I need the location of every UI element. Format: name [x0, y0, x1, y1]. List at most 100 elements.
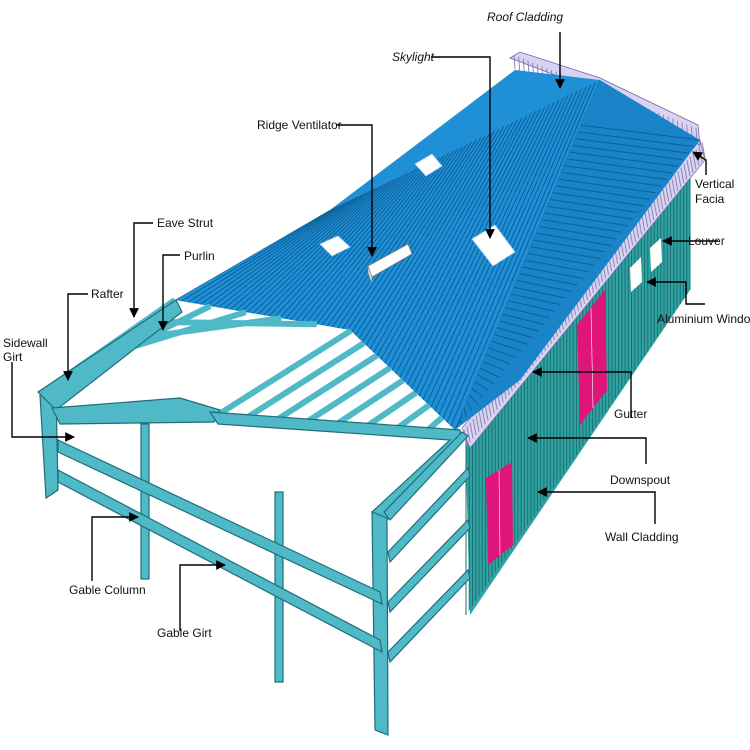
roof-rib: [350, 128, 500, 382]
gutter-rib: [668, 182, 673, 199]
purlin: [244, 340, 366, 421]
roof-cladding-label: Roof Cladding: [487, 10, 563, 24]
labels: Roof Cladding Skylight Ridge Ventilator …: [3, 10, 750, 640]
roof-rib: [264, 167, 418, 343]
gutter-rib: [674, 174, 679, 191]
roof: [175, 70, 700, 430]
purlin: [151, 318, 317, 328]
roof-rib: [198, 198, 354, 312]
roof-rib: [307, 148, 459, 362]
sidewall-girt-label-2: Girt: [3, 350, 23, 364]
rafter-label: Rafter: [91, 287, 124, 301]
roof-rib: [212, 191, 367, 319]
roof-rib: [184, 205, 340, 305]
roof-rib: [364, 121, 514, 389]
gutter-rib: [686, 160, 691, 177]
gutter-rib: [478, 411, 483, 428]
gutter-rib: [484, 404, 489, 421]
rafter-right: [208, 411, 463, 523]
roof-rib: [345, 130, 496, 380]
gable-girt: [57, 469, 383, 654]
purlin-label: Purlin: [184, 249, 215, 263]
rafter-left: [37, 299, 183, 411]
eave-strut-label: Eave Strut: [157, 216, 214, 230]
roof-rib: [378, 115, 528, 395]
roof-rib: [445, 84, 592, 426]
skylight-icon: [414, 153, 443, 177]
purlin: [365, 390, 418, 429]
gutter-rib: [472, 418, 477, 436]
roof-rib: [373, 117, 523, 393]
gable-girt: [57, 439, 383, 606]
roof-rib: [388, 110, 537, 400]
roof-rib: [260, 170, 413, 340]
sidewall-girt-label-1: Sidewall: [3, 336, 48, 350]
gutter-rib: [662, 189, 667, 206]
end-column-right: [371, 511, 389, 736]
roof-rib: [440, 86, 587, 424]
roof-rib: [269, 165, 422, 345]
vertical-facia-label-2: Facia: [695, 192, 725, 206]
roof-rib: [250, 174, 404, 336]
downspout-label: Downspout: [610, 473, 671, 487]
roof-rib: [226, 185, 381, 325]
gutter-rib: [647, 207, 652, 224]
roof-rib: [288, 156, 441, 354]
facia-rib: [518, 56, 521, 71]
gutter-rib: [469, 422, 474, 439]
gutter-rib: [701, 141, 706, 159]
roof-rib: [179, 207, 335, 303]
skylight-label: Skylight: [392, 50, 435, 64]
window-icon: [650, 238, 662, 272]
purlin: [305, 365, 392, 425]
roof-left-plane: [175, 70, 600, 430]
roof-rib: [354, 126, 505, 384]
roof-rib: [188, 202, 345, 308]
roof-rib: [217, 189, 372, 321]
gutter-rib: [689, 156, 694, 173]
roof-rib: [407, 101, 555, 409]
roof-rib: [245, 176, 400, 334]
eave-strut: [383, 431, 469, 521]
roof-rib: [340, 132, 491, 378]
gutter-rib: [671, 178, 676, 195]
gutter-rib: [481, 408, 486, 425]
roof-rib: [455, 419, 461, 430]
roof-rib: [241, 178, 395, 332]
roof-rib: [392, 108, 541, 402]
gutter-rib: [653, 200, 658, 217]
gable-girt-label: Gable Girt: [157, 626, 212, 640]
roof-rib: [193, 200, 349, 310]
skylight-icon: [319, 235, 351, 257]
gutter-rib: [475, 415, 480, 432]
roof-rib: [359, 123, 509, 387]
gutter-label: Gutter: [614, 407, 647, 421]
gable-column-label: Gable Column: [69, 583, 146, 597]
purlin: [274, 353, 379, 423]
gutter-rib: [683, 163, 688, 180]
roof-rib: [274, 163, 427, 347]
roof-rib: [454, 80, 600, 430]
gutter-rib: [644, 211, 649, 228]
facia-rib: [513, 54, 516, 70]
roof-rib: [302, 150, 454, 360]
gutter-rib: [638, 218, 643, 235]
louver-label: Louver: [688, 234, 725, 248]
window-icon: [630, 257, 642, 292]
leader-lines: [11, 32, 718, 631]
knee-left: [51, 397, 221, 425]
facia-rib: [522, 58, 525, 73]
gutter-rib: [665, 185, 670, 202]
vertical-facia-label-1: Vertical: [695, 177, 734, 191]
sidewall-girt: [387, 466, 471, 564]
gutter-rib: [656, 196, 661, 213]
roof-rib: [402, 104, 551, 406]
roof-rib: [283, 159, 436, 351]
roof-rib: [369, 119, 519, 391]
roof-rib: [279, 161, 432, 349]
ridge-ventilator-icon: [367, 243, 413, 285]
purlin: [214, 328, 353, 419]
roof-rib: [236, 180, 390, 330]
gutter-rib: [466, 426, 471, 443]
